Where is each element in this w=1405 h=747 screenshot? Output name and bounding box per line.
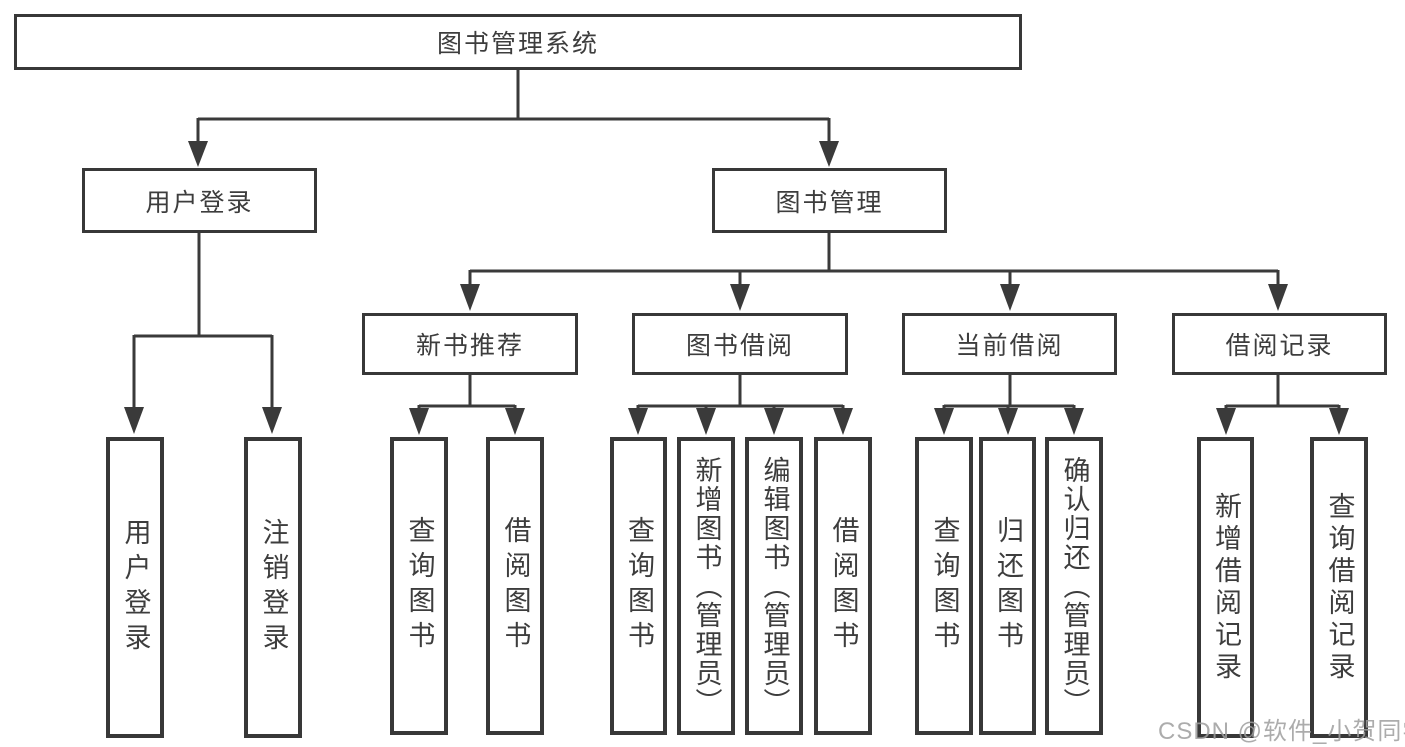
leaf-borrowing-query: 查询图书 [610,437,667,735]
leaf-current-return-label: 归还图书 [993,516,1023,656]
leaf-borrowing-add-label: 新增图书（管理员） [691,455,722,717]
leaf-borrowing-borrow-label: 借阅图书 [828,516,859,656]
leaf-borrowing-borrow: 借阅图书 [814,437,872,735]
leaf-records-query: 查询借阅记录 [1310,437,1368,738]
connector-records-children [1216,375,1349,435]
node-root-label: 图书管理系统 [436,30,599,58]
connector-user-login-children [124,233,282,434]
node-user-login-label: 用户登录 [145,188,254,217]
node-records: 借阅记录 [1172,313,1387,375]
leaf-current-query: 查询图书 [915,437,973,735]
leaf-user-login-label: 用户登录 [120,517,151,658]
connector-current-children [934,375,1084,435]
leaf-logout: 注销登录 [244,437,302,738]
leaf-current-confirm-label: 确认归还（管理员） [1059,455,1090,717]
leaf-newbooks-borrow-label: 借阅图书 [500,516,531,656]
node-borrowing: 图书借阅 [632,313,848,375]
leaf-records-add-label: 新增借阅记录 [1211,491,1241,684]
leaf-current-query-label: 查询图书 [929,516,960,656]
node-root: 图书管理系统 [14,14,1022,70]
node-borrowing-label: 图书借阅 [685,332,794,360]
leaf-borrowing-query-label: 查询图书 [624,516,654,656]
node-user-login: 用户登录 [82,168,317,233]
node-current-label: 当前借阅 [955,332,1064,360]
connector-new-books-children [409,375,525,435]
node-records-label: 借阅记录 [1225,332,1334,360]
leaf-logout-label: 注销登录 [258,517,289,658]
node-new-books-label: 新书推荐 [415,332,524,360]
leaf-current-return: 归还图书 [979,437,1036,735]
connector-book-mgmt-children [460,233,1288,311]
leaf-user-login: 用户登录 [106,437,164,738]
node-book-mgmt-label: 图书管理 [775,188,884,217]
leaf-current-confirm: 确认归还（管理员） [1045,437,1103,735]
leaf-borrowing-edit: 编辑图书（管理员） [745,437,803,735]
connector-root-to-level2 [188,70,839,167]
node-current: 当前借阅 [902,313,1117,375]
csdn-watermark: CSDN @软件_小贺同学 [1158,718,1405,745]
leaf-borrowing-edit-label: 编辑图书（管理员） [759,455,790,717]
leaf-newbooks-query: 查询图书 [390,437,448,735]
leaf-newbooks-query-label: 查询图书 [404,516,435,656]
leaf-newbooks-borrow: 借阅图书 [486,437,544,735]
node-new-books: 新书推荐 [362,313,578,375]
node-book-mgmt: 图书管理 [712,168,947,233]
leaf-records-query-label: 查询借阅记录 [1324,491,1355,684]
leaf-borrowing-add: 新增图书（管理员） [677,437,735,735]
leaf-records-add: 新增借阅记录 [1197,437,1254,738]
connector-borrowing-children [628,375,853,435]
